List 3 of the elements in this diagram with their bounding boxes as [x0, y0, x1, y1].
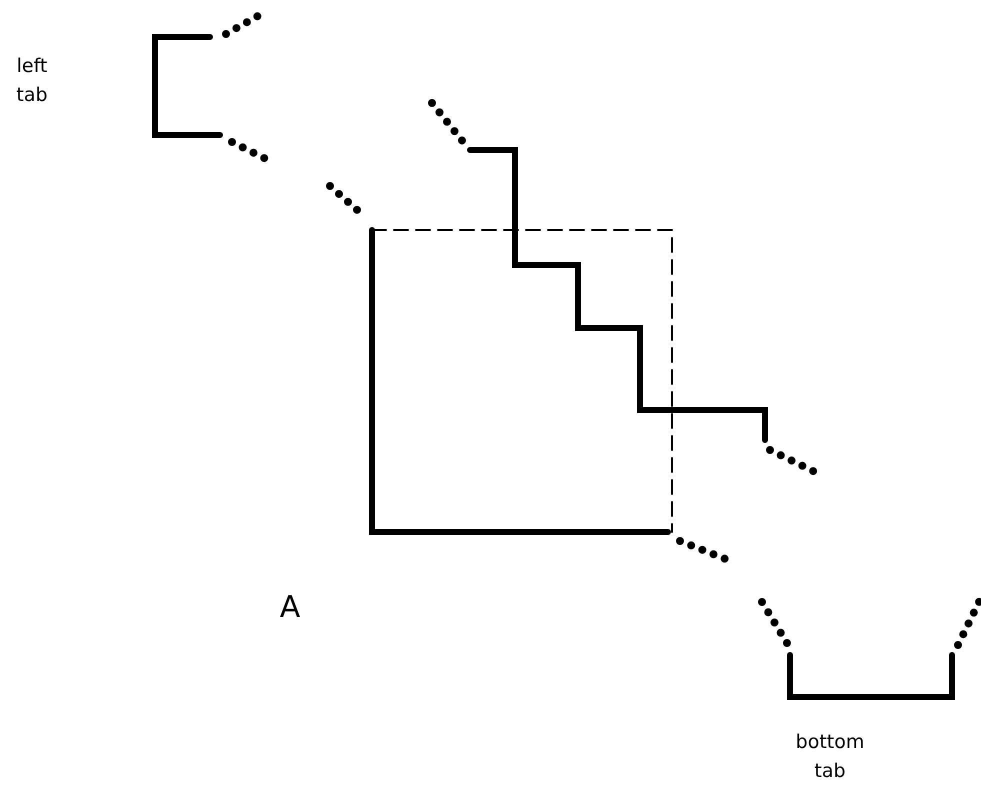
part-label: bottom tab	[794, 730, 866, 784]
part-label: left tab	[15, 54, 49, 108]
part-label: A	[278, 589, 302, 627]
